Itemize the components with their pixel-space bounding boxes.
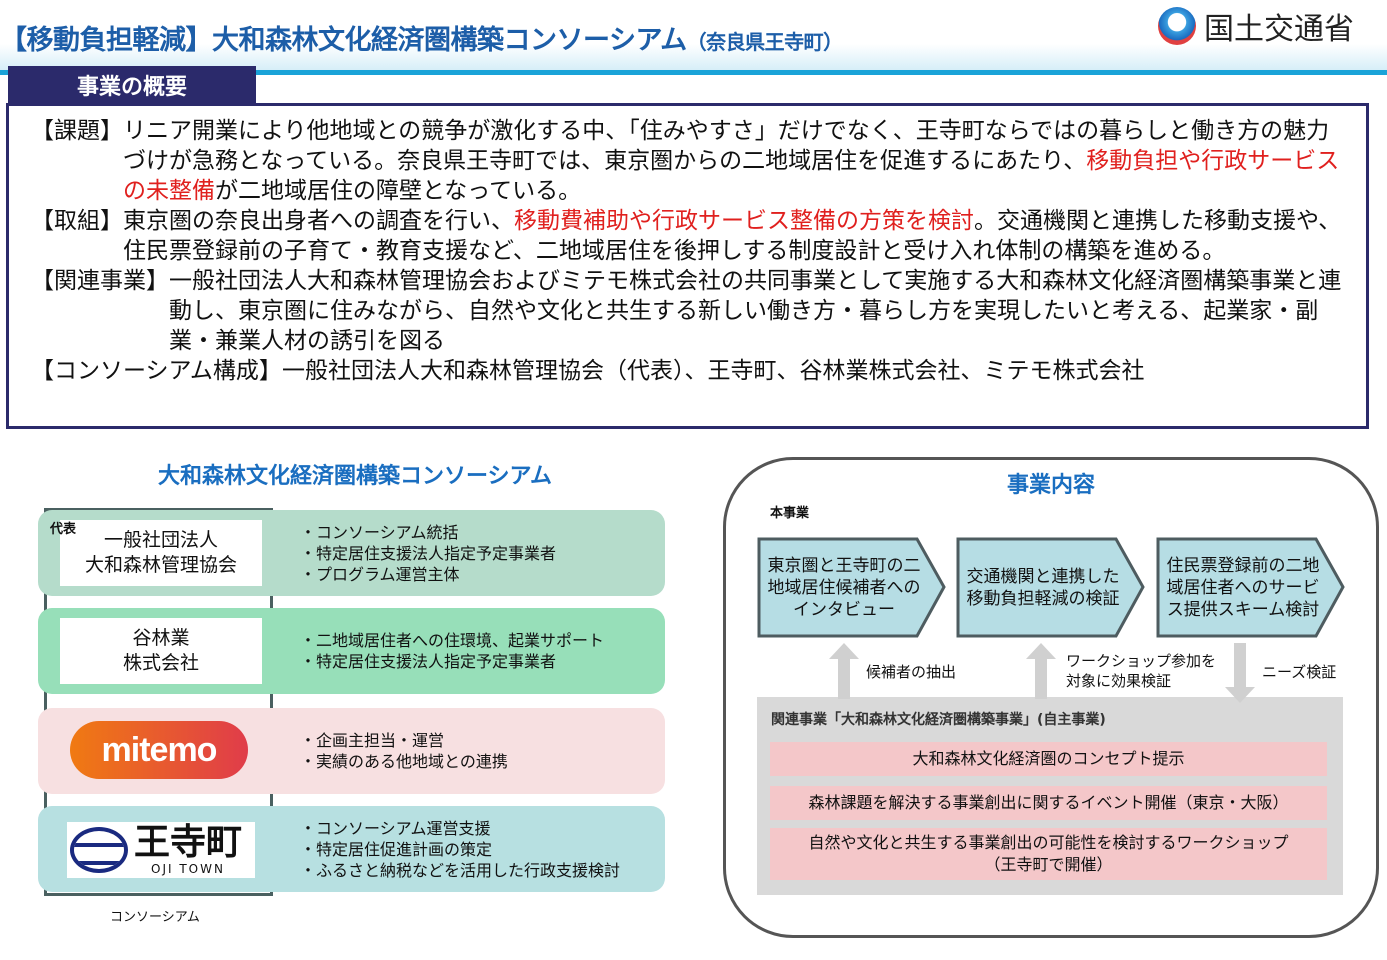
section-tab-overview: 事業の概要 bbox=[8, 66, 256, 104]
page-title: 【移動負担軽減】大和森林文化経済圏構築コンソーシアム（奈良県王寺町） bbox=[0, 18, 843, 57]
highlight-text: 移動費補助や行政サービス整備の方策を検討 bbox=[514, 208, 974, 234]
consortium-label: コンソーシアム bbox=[110, 910, 200, 925]
member-name-line1: 谷林業 bbox=[132, 627, 190, 649]
paragraph-body: 東京圏の奈良出身者への調査を行い、移動費補助や行政サービス整備の方策を検討。交通… bbox=[123, 206, 1346, 266]
business-content-panel bbox=[723, 457, 1379, 938]
header-band bbox=[0, 44, 1387, 70]
overview-box: 【課題】リニア開業により他地域との競争が激化する中、「住みやすさ」だけでなく、王… bbox=[6, 103, 1369, 429]
arrow-note: ワークショップ参加を対象に効果検証 bbox=[1066, 652, 1217, 690]
oji-logo-english: OJI TOWN bbox=[151, 862, 225, 876]
related-project-label: 関連事業「大和森林文化経済圏構築事業」(自主事業) bbox=[771, 712, 1106, 728]
overview-paragraph: 【課題】リニア開業により他地域との競争が激化する中、「住みやすさ」だけでなく、王… bbox=[31, 116, 1346, 206]
overview-paragraph: 【関連事業】一般社団法人大和森林管理協会およびミテモ株式会社の共同事業として実施… bbox=[31, 266, 1346, 356]
member-name-line1: 一般社団法人 bbox=[103, 529, 218, 551]
member-name-line2: 株式会社 bbox=[122, 652, 199, 674]
arrow-up-icon bbox=[829, 643, 859, 703]
oji-logo-kanji: 王寺町 bbox=[134, 822, 243, 863]
member-name-line2: 大和森林管理協会 bbox=[84, 554, 237, 576]
overview-paragraph: 【取組】東京圏の奈良出身者への調査を行い、移動費補助や行政サービス整備の方策を検… bbox=[31, 206, 1346, 266]
related-activity-text: （王寺町で開催） bbox=[984, 855, 1113, 874]
overview-paragraph: 【コンソーシアム構成】一般社団法人大和森林管理協会（代表）、王寺町、谷林業株式会… bbox=[31, 356, 1346, 386]
paragraph-label: 【コンソーシアム構成】 bbox=[31, 358, 282, 384]
highlight-text: 移動負担や行政サービスの未整備 bbox=[123, 148, 1340, 204]
arrow-down-icon bbox=[1225, 643, 1255, 707]
body-text: 一般社団法人大和森林管理協会およびミテモ株式会社の共同事業として実施する大和森林… bbox=[169, 268, 1342, 354]
consortium-frame bbox=[44, 508, 273, 896]
related-activity: 大和森林文化経済圏のコンセプト提示 bbox=[770, 742, 1327, 776]
member-role-list: ・コンソーシアム運営支援 ・特定居住促進計画の策定 ・ふるさと納税などを活用した… bbox=[300, 818, 621, 880]
member-role-list: ・二地域居住者への住環境、起業サポート ・特定居住支援法人指定予定事業者 bbox=[300, 631, 605, 671]
chevron-shape bbox=[757, 537, 946, 638]
process-step: 東京圏と王寺町の二地域居住候補者へのインタビュー bbox=[757, 537, 947, 638]
process-step-text: 東京圏と王寺町の二地域居住候補者へのインタビュー bbox=[767, 555, 921, 620]
related-activity-text: 森林課題を解決する事業創出に関するイベント開催（東京・大阪） bbox=[808, 793, 1289, 812]
body-text: リニア開業により他地域との競争が激化する中、「住みやすさ」だけでなく、王寺町なら… bbox=[123, 118, 1330, 174]
body-text: 東京圏の奈良出身者への調査を行い、 bbox=[123, 208, 514, 234]
body-text: 一般社団法人大和森林管理協会（代表）、王寺町、谷林業株式会社、ミテモ株式会社 bbox=[281, 358, 1145, 384]
chevron-shape bbox=[1156, 537, 1345, 638]
title-text: 【移動負担軽減】大和森林文化経済圏構築コンソーシアム bbox=[0, 25, 687, 56]
chevron-shape bbox=[956, 537, 1145, 638]
arrow-note: ニーズ検証 bbox=[1262, 663, 1337, 681]
arrow-up-icon bbox=[1026, 643, 1056, 703]
business-content-title: 事業内容 bbox=[1006, 473, 1095, 498]
paragraph-body: 一般社団法人大和森林管理協会およびミテモ株式会社の共同事業として実施する大和森林… bbox=[169, 266, 1346, 356]
related-activity: 自然や文化と共生する事業創出の可能性を検討するワークショップ （王寺町で開催） bbox=[770, 828, 1327, 880]
body-text: が二地域居住の障壁となっている。 bbox=[215, 178, 582, 204]
ministry-name: 国土交通省 bbox=[1204, 12, 1354, 47]
title-location: （奈良県王寺町） bbox=[686, 30, 844, 54]
paragraph-body: リニア開業により他地域との競争が激化する中、「住みやすさ」だけでなく、王寺町なら… bbox=[123, 116, 1346, 206]
member-role-list: ・企画主担当・運営 ・実績のある他地域との連携 bbox=[300, 731, 508, 771]
arrow-note: 候補者の抽出 bbox=[866, 663, 957, 681]
process-step: 住民票登録前の二地域居住者へのサービス提供スキーム検討 bbox=[1156, 537, 1346, 638]
main-project-label: 本事業 bbox=[770, 506, 810, 521]
related-activity: 森林課題を解決する事業創出に関するイベント開催（東京・大阪） bbox=[770, 786, 1327, 820]
mitemo-logo: mitemo bbox=[70, 721, 248, 779]
consortium-title: 大和森林文化経済圏構築コンソーシアム bbox=[157, 464, 553, 489]
process-step-text: 交通機関と連携した移動負担軽減の検証 bbox=[966, 566, 1120, 609]
paragraph-label: 【関連事業】 bbox=[31, 268, 169, 294]
representative-label: 代表 bbox=[50, 522, 77, 537]
member-role-list: ・コンソーシアム統括 ・特定居住支援法人指定予定事業者 ・プログラム運営主体 bbox=[300, 522, 557, 584]
related-activity-text: 大和森林文化経済圏のコンセプト提示 bbox=[912, 749, 1185, 768]
process-step: 交通機関と連携した移動負担軽減の検証 bbox=[956, 537, 1146, 638]
paragraph-label: 【課題】 bbox=[31, 118, 123, 144]
paragraph-label: 【取組】 bbox=[31, 208, 123, 234]
related-activity-text: 自然や文化と共生する事業創出の可能性を検討するワークショップ bbox=[808, 833, 1289, 852]
header-divider bbox=[0, 70, 1387, 75]
member-name-box: 谷林業株式会社 bbox=[60, 618, 262, 684]
body-text: 。交通機関と連携した移動支援や、住民票登録前の子育て・教育支援など、二地域居住を… bbox=[123, 208, 1342, 264]
member-name-box: 一般社団法人大和森林管理協会 bbox=[60, 520, 262, 586]
process-step-text: 住民票登録前の二地域居住者へのサービス提供スキーム検討 bbox=[1166, 555, 1320, 620]
ministry-logo: 国土交通省 bbox=[1158, 4, 1354, 48]
ministry-emblem-icon bbox=[1158, 7, 1196, 45]
paragraph-body: 一般社団法人大和森林管理協会（代表）、王寺町、谷林業株式会社、ミテモ株式会社 bbox=[282, 356, 1145, 386]
oji-emblem-icon bbox=[70, 827, 128, 873]
